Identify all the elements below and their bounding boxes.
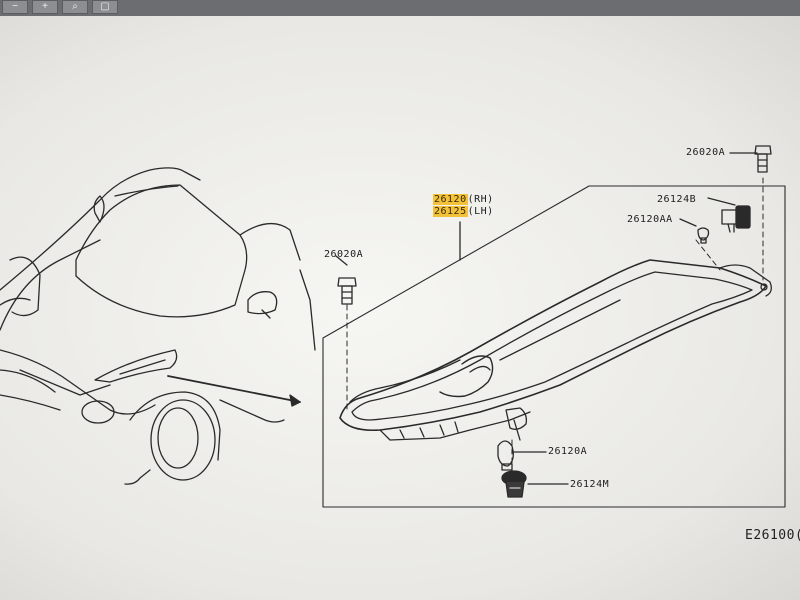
pointer-arrow (167, 375, 301, 407)
callout-socket-top: 26124B (657, 194, 697, 205)
headlamp-assembly (339, 259, 772, 441)
bolt-top-right (729, 145, 772, 173)
zoom-out-icon: − (12, 1, 18, 12)
zoom-in-button[interactable]: + (32, 0, 58, 14)
part-number-headlamp-rh: 26120 (433, 194, 468, 205)
bulb-small (679, 218, 710, 244)
fit-page-icon: ▢ (100, 1, 110, 12)
parts-diagram-page: 26120(RH) 26125(LH) 26020A 26020A 26124B… (0, 16, 800, 600)
bulb-bottom (497, 440, 547, 471)
side-label-lh: (LH) (467, 206, 494, 217)
bolt-left (335, 255, 357, 305)
fit-page-button[interactable]: ▢ (92, 0, 118, 14)
zoom-in-icon: + (42, 1, 48, 12)
parts-diagram-drawing (0, 145, 786, 508)
socket-top (707, 197, 751, 233)
side-label-rh: (RH) (467, 194, 494, 205)
socket-bottom (501, 470, 569, 498)
part-number-headlamp-lh: 26125 (433, 206, 468, 217)
callout-bulb-small: 26120AA (627, 214, 673, 225)
callout-bolt-top-right: 26020A (686, 147, 726, 158)
search-button[interactable]: ⌕ (62, 0, 88, 14)
callout-headlamp-lh: 26125(LH) (433, 206, 494, 217)
callout-bolt-left: 26020A (324, 249, 364, 260)
diagram-page-code: E26100( (745, 528, 800, 543)
viewer-toolbar: − + ⌕ ▢ (0, 0, 800, 17)
search-icon: ⌕ (72, 1, 78, 12)
callout-socket-bottom: 26124M (570, 479, 610, 490)
callout-headlamp-rh: 26120(RH) (433, 194, 494, 205)
zoom-out-button[interactable]: − (2, 0, 28, 14)
car-front-illustration (0, 167, 316, 485)
callout-bulb-bottom: 26120A (548, 446, 588, 457)
parts-frame (322, 185, 786, 508)
